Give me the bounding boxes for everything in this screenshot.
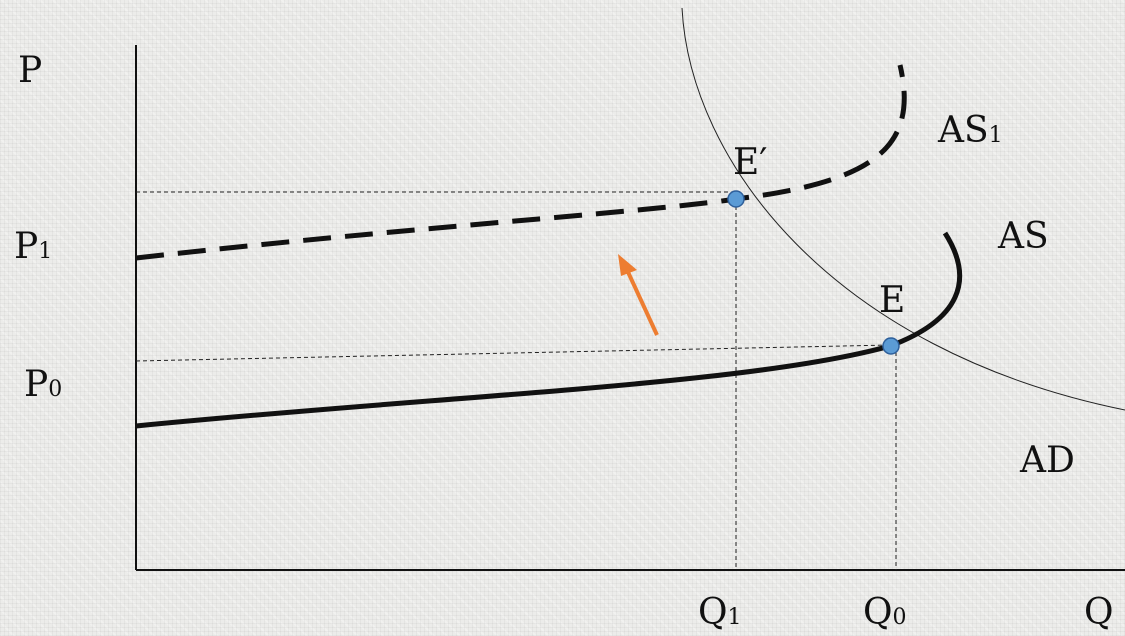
shift-arrow-shaft: [626, 271, 659, 336]
as-curve: [135, 231, 962, 429]
e-prime-label: E′: [733, 142, 767, 183]
ad-label: AD: [1019, 440, 1075, 481]
ad-curve: [681, 7, 1125, 411]
q1-label: Q1: [698, 592, 742, 633]
p0-label: P0: [24, 364, 62, 405]
x-axis-label: Q: [1084, 592, 1114, 633]
point-e-prime: [727, 190, 745, 208]
as1-curve: [135, 64, 907, 261]
as1-label: AS1: [937, 110, 1003, 151]
p1-label: P1: [14, 226, 52, 267]
shift-arrow-head: [618, 254, 637, 276]
q0-label: Q0: [863, 592, 907, 633]
as-label: AS: [997, 216, 1049, 257]
guide-p0: [135, 344, 891, 362]
y-axis-label: P: [18, 50, 42, 91]
e-label: E: [879, 280, 905, 321]
point-e: [882, 337, 900, 355]
